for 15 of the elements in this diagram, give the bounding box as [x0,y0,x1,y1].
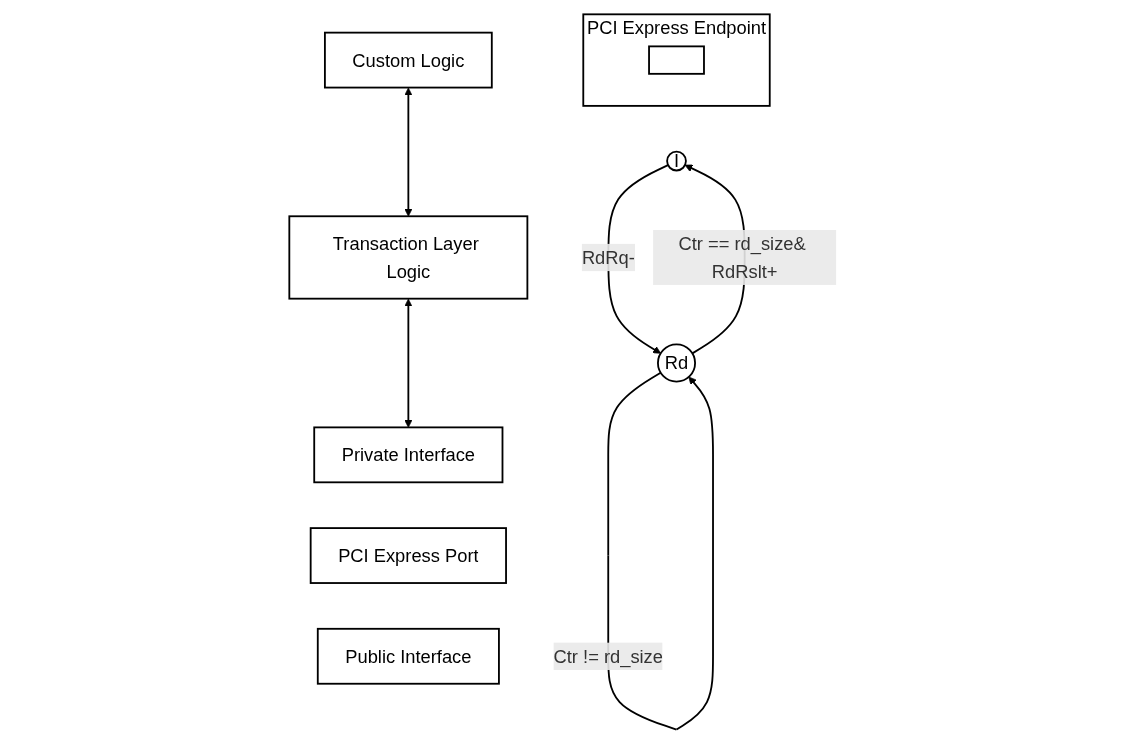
arrow [404,87,413,217]
edge-label: RdRq- [581,247,635,268]
cluster: PCI Express Endpoint [582,13,771,107]
node-box: Custom Logic [323,31,493,89]
arrow [404,298,413,428]
arrow [607,164,669,354]
node-box: Public Interface [316,627,500,685]
node-box: PCI Express Port [309,527,507,584]
edge-label: Ctr != rd_size [553,646,663,667]
edge-label: Ctr == rd_size& RdRslt+ [678,233,806,282]
node-box [647,45,705,75]
node-box: Private Interface [313,426,504,484]
node-circle: Rd [656,343,696,383]
node-circle: I [665,150,687,172]
node-box: Transaction Layer Logic [288,215,528,300]
